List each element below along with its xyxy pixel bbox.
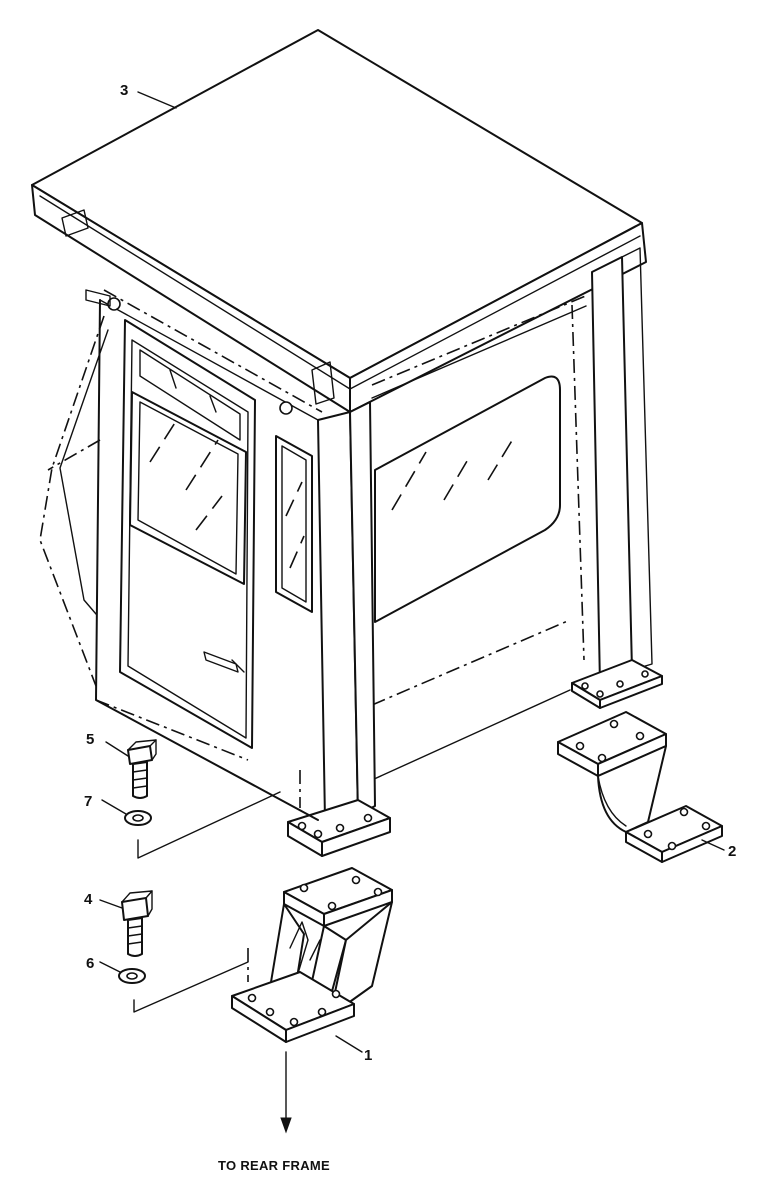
- callout-4: 4: [84, 891, 93, 908]
- to-rear-frame-arrow: [280, 1051, 292, 1134]
- bolt-item-4: [121, 890, 153, 957]
- front-wall: [85, 289, 323, 821]
- front-mount-bracket: [231, 867, 393, 1043]
- callout-6: 6: [86, 955, 94, 972]
- rear-mount-bracket: [557, 711, 723, 863]
- cab-assembly: [31, 29, 663, 857]
- rear-right-pillar: [571, 247, 663, 709]
- alignment-lines: [133, 770, 301, 1013]
- cab-roof: [31, 29, 647, 413]
- front-corner-pillar: [287, 401, 391, 857]
- callout-5: 5: [86, 731, 94, 748]
- bolt-item-5: [127, 739, 157, 799]
- callout-7: 7: [84, 793, 92, 810]
- washer-item-6: [118, 968, 146, 984]
- left-side-outline: [39, 315, 249, 761]
- callout-2: 2: [728, 843, 736, 860]
- leader-lines: [99, 91, 725, 1053]
- to-rear-frame-note: TO REAR FRAME: [218, 1158, 330, 1173]
- washer-item-7: [124, 810, 152, 826]
- right-side-window: [371, 294, 589, 781]
- callout-3: 3: [120, 82, 128, 99]
- callout-1: 1: [364, 1047, 372, 1064]
